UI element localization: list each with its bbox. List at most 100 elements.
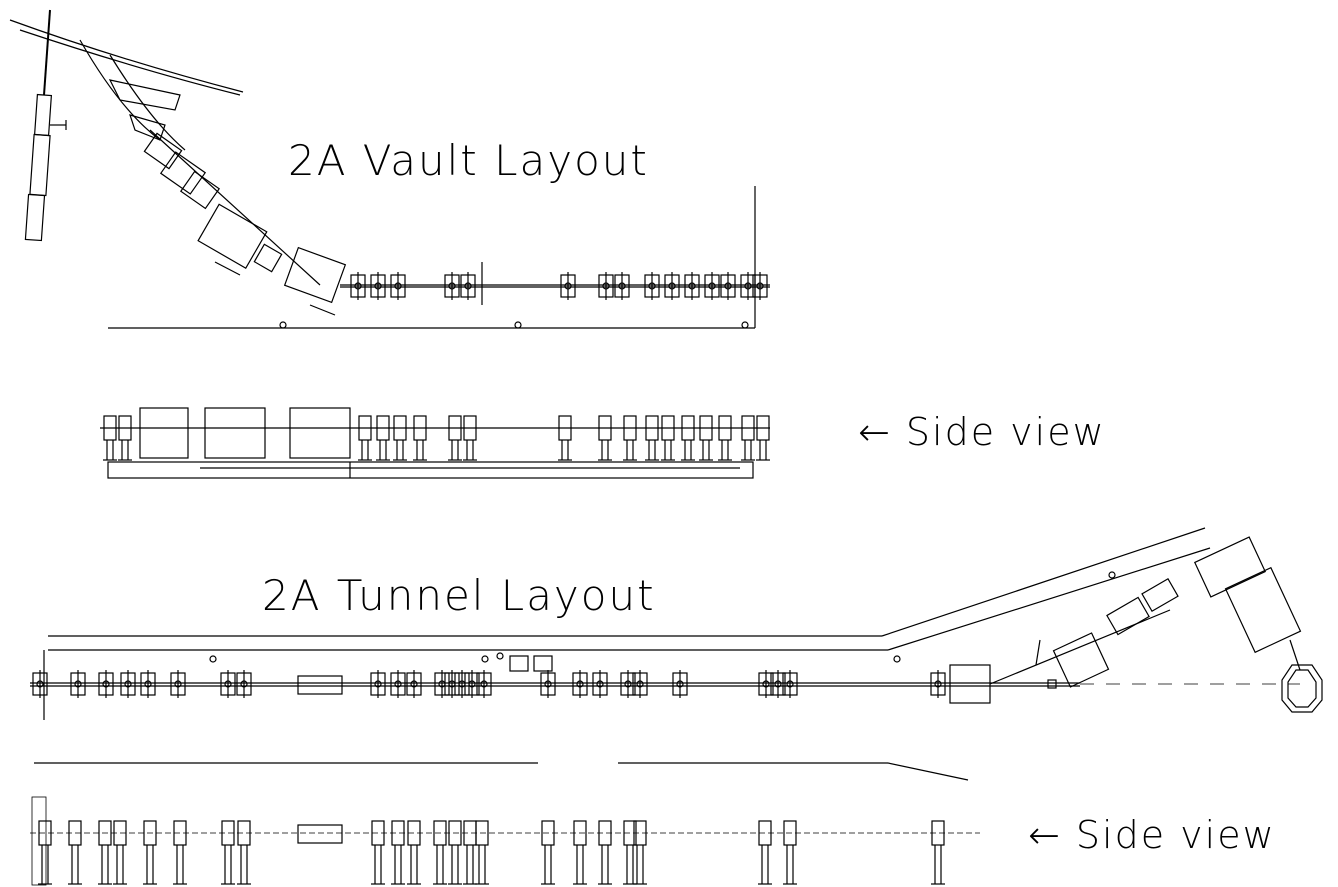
support-stand — [143, 820, 157, 885]
quadrupole-magnet — [460, 272, 476, 300]
quadrupole-magnet — [140, 670, 156, 698]
quadrupole-magnet — [98, 670, 114, 698]
quadrupole-magnet — [620, 670, 636, 698]
side-view-label-upper: ← Side view — [858, 410, 1106, 454]
quadrupole-magnet — [220, 670, 236, 698]
tunnel-side-stands — [38, 820, 945, 885]
support-stand — [376, 415, 390, 461]
quadrupole-magnet — [444, 670, 460, 698]
quadrupole-magnet — [644, 272, 660, 300]
quadrupole-magnet — [120, 670, 136, 698]
support-stand — [393, 415, 407, 461]
support-stand — [681, 415, 695, 461]
octagon-chamber — [1281, 664, 1323, 713]
support-stand — [623, 820, 637, 885]
vault-floor-marker — [514, 321, 522, 329]
quadrupole-magnet — [32, 670, 48, 698]
quadrupole-magnet — [672, 670, 688, 698]
magnet-block — [204, 407, 266, 459]
support-stand — [118, 415, 132, 461]
incoming-beam-curve — [79, 39, 161, 141]
support-stand — [931, 820, 945, 885]
dipole-magnet — [197, 203, 268, 270]
support-stand — [623, 415, 637, 461]
target-column — [24, 9, 67, 242]
support-stand — [113, 820, 127, 885]
dipole-magnet — [949, 664, 991, 704]
concrete-wall — [31, 796, 47, 886]
vault-side-stands — [103, 415, 770, 461]
incoming-beam-curve — [109, 54, 186, 151]
septum-magnet — [1193, 536, 1267, 598]
support-stand — [598, 820, 612, 885]
vault-plan-view — [9, 9, 770, 329]
quadrupole-magnet — [350, 272, 366, 300]
vault-quadrupoles — [350, 262, 768, 305]
support-stand — [391, 820, 405, 885]
quadrupole-magnet — [598, 272, 614, 300]
support-stand — [98, 820, 112, 885]
magnet-block — [289, 407, 351, 459]
shield-block — [129, 114, 166, 141]
support-stand — [221, 820, 235, 885]
support-stand — [68, 820, 82, 885]
magnet-block — [139, 407, 189, 459]
support-stand — [475, 820, 489, 885]
support-stand — [541, 820, 555, 885]
support-stand — [718, 415, 732, 461]
support-stand — [661, 415, 675, 461]
tunnel-side-view — [30, 762, 980, 886]
quadrupole-magnet — [572, 670, 588, 698]
quadrupole-magnet — [370, 272, 386, 300]
quadrupole-magnet — [704, 272, 720, 300]
quadrupole-magnet — [720, 272, 736, 300]
quadrupole-magnet — [70, 670, 86, 698]
quadrupole-magnet — [476, 670, 492, 698]
support-stand — [38, 820, 52, 885]
vault-floor-marker — [279, 321, 287, 329]
support-stand — [371, 820, 385, 885]
side-view-label-lower: ← Side view — [1028, 813, 1276, 857]
support-stand — [407, 820, 421, 885]
incoming-beam-curve — [19, 29, 241, 96]
support-stand — [598, 415, 612, 461]
quadrupole-magnet — [390, 670, 406, 698]
quadrupole-magnet — [632, 670, 648, 698]
vault-side-base — [107, 461, 754, 479]
quadrupole-magnet — [592, 670, 608, 698]
quadrupole-magnet — [444, 272, 460, 300]
vault-side-view — [100, 407, 770, 479]
tunnel-quadrupoles — [32, 670, 946, 698]
support-stand — [463, 820, 477, 885]
support-stand — [741, 415, 755, 461]
support-stand — [699, 415, 713, 461]
tunnel-wall-line — [887, 547, 1211, 651]
quadrupole-magnet — [664, 272, 680, 300]
support-stand — [573, 820, 587, 885]
quadrupole-magnet — [758, 670, 774, 698]
quadrupole-magnet — [406, 670, 422, 698]
support-stand — [645, 415, 659, 461]
incoming-beam-curve — [9, 19, 244, 93]
quadrupole-magnet — [464, 670, 480, 698]
quadrupole-magnet — [770, 670, 786, 698]
quadrupole-magnet — [930, 670, 946, 698]
support-stand — [358, 415, 372, 461]
quadrupole-magnet — [236, 670, 252, 698]
support-stand — [558, 415, 572, 461]
support-stand — [758, 820, 772, 885]
support-stand — [448, 415, 462, 461]
quadrupole-magnet — [434, 670, 450, 698]
quadrupole-magnet — [560, 272, 576, 300]
vault-floor-marker — [741, 321, 749, 329]
support-stand — [103, 415, 117, 461]
tunnel-wall-line — [881, 527, 1206, 637]
support-stand — [756, 415, 770, 461]
support-stand — [173, 820, 187, 885]
quadrupole-magnet — [740, 272, 756, 300]
quadrupole-magnet — [370, 670, 386, 698]
quadrupole-magnet — [170, 670, 186, 698]
diagonal-beamline — [143, 129, 347, 316]
